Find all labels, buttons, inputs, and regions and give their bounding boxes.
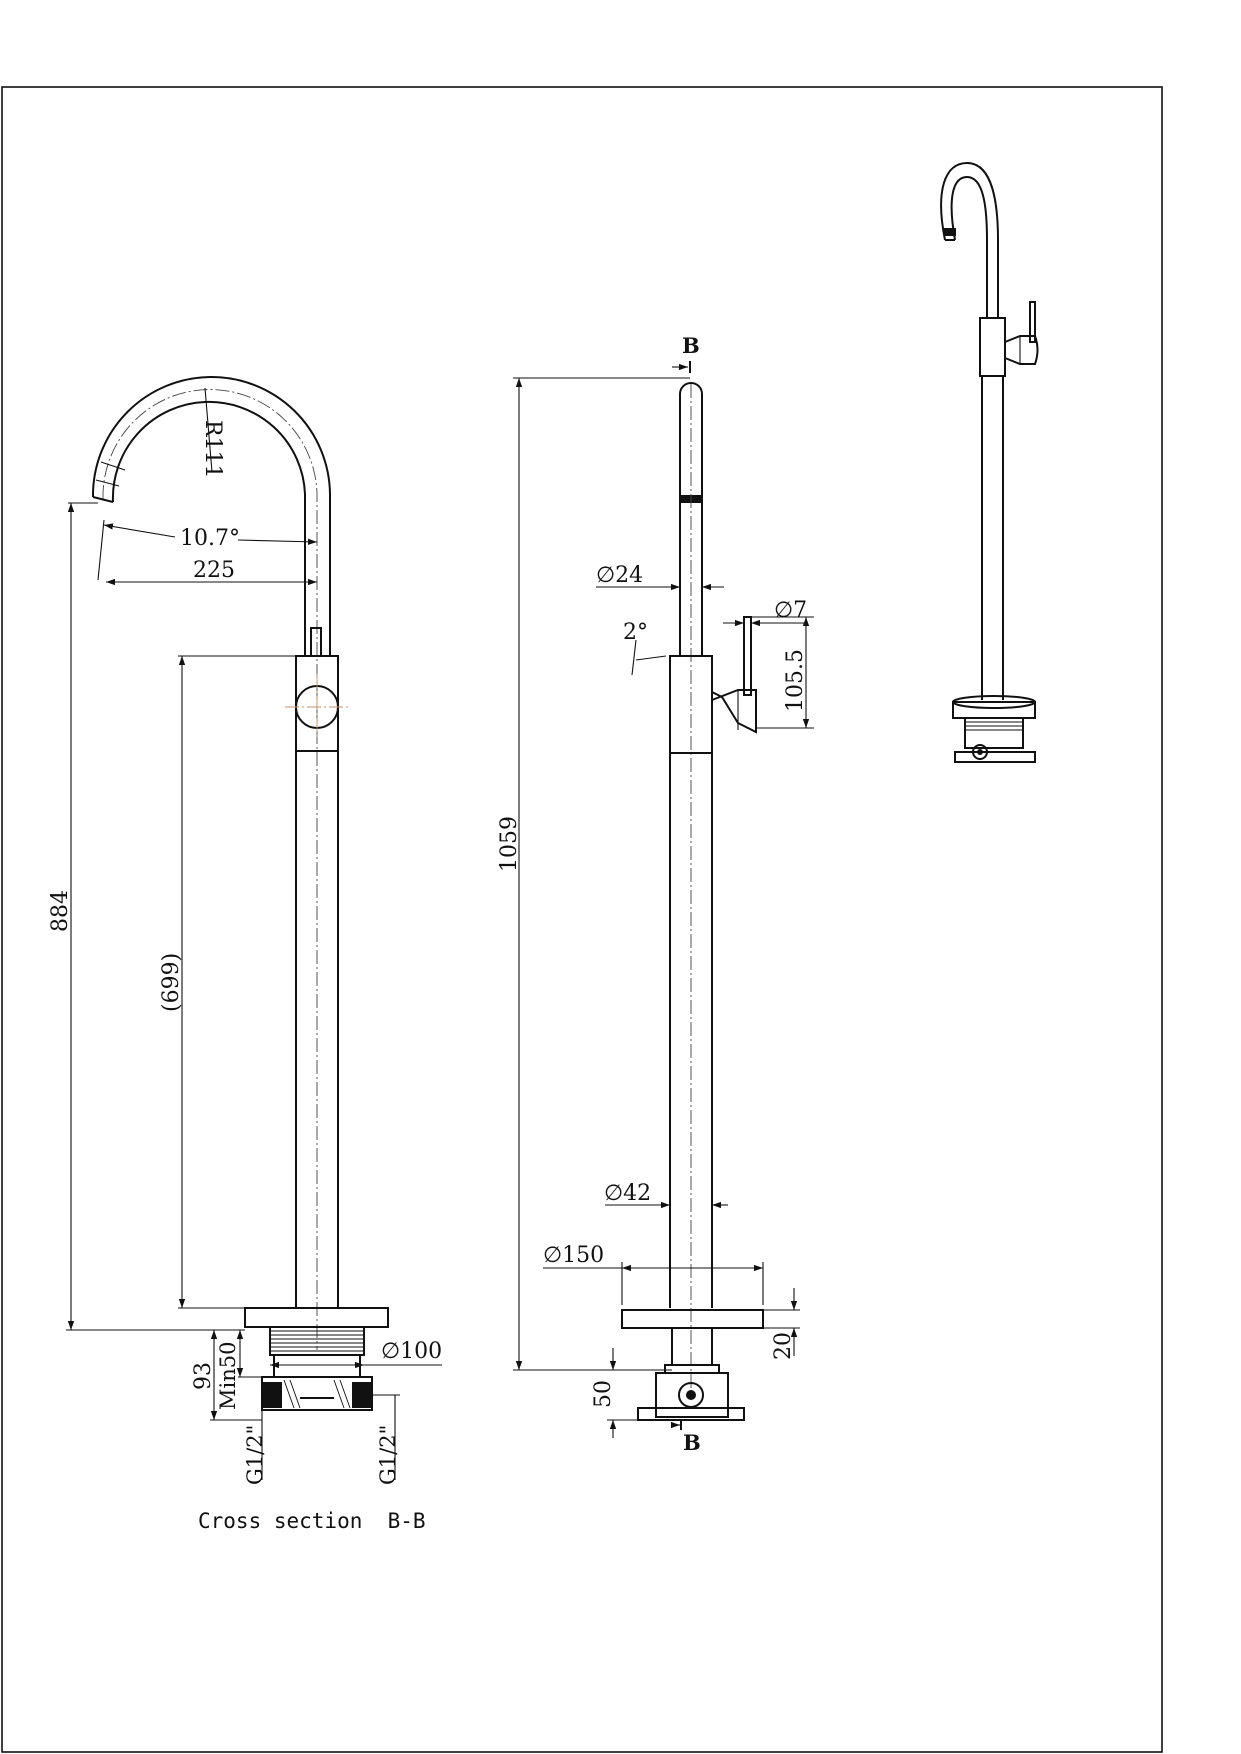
radius-leader <box>204 387 213 473</box>
lever-rod <box>743 616 752 696</box>
box-depth-label: 50 <box>591 1380 616 1408</box>
iso-body <box>979 317 1006 377</box>
box-diameter-label: ∅100 <box>381 1339 442 1364</box>
spout-centerline <box>102 389 318 1350</box>
threaded-box <box>269 1326 365 1356</box>
iso-flange <box>952 701 1036 719</box>
lever-height-label: 105.5 <box>783 649 808 712</box>
base-thickness-label: 20 <box>771 1332 796 1360</box>
drawing-frame <box>1 86 1163 1753</box>
lever-handle <box>711 689 757 734</box>
floor-flange <box>244 1307 389 1328</box>
radius-label: R111 <box>200 420 225 479</box>
inlet-right-label: G1/2" <box>376 1425 400 1485</box>
section-marker-bottom: B <box>683 1430 701 1455</box>
tube-diameter-label: ∅24 <box>596 563 643 588</box>
overall-height-label: 1059 <box>497 816 522 872</box>
iso-spout <box>940 161 999 318</box>
total-height-label: 884 <box>48 890 73 932</box>
spout-outer <box>91 376 331 656</box>
iso-base-plate <box>954 751 1036 763</box>
angle-label: 10.7° <box>180 526 240 551</box>
isometric-view <box>940 161 1039 763</box>
side-view: R111 10.7° 225 884 (699) 93 Min50 ∅100 <box>48 376 442 1533</box>
section-marker-top: B <box>682 333 700 358</box>
min-depth-label: Min50 <box>216 1342 240 1410</box>
reach-label: 225 <box>193 558 235 583</box>
base-diameter-label: ∅150 <box>543 1243 604 1268</box>
inlet-left-label: G1/2" <box>243 1425 267 1485</box>
lever-angle-label: 2° <box>623 620 648 645</box>
body-height-label: (699) <box>159 953 184 1012</box>
base-depth-label: 93 <box>191 1362 216 1390</box>
spout-tube <box>679 382 703 656</box>
mixer-body-front <box>669 655 713 754</box>
spout-inner <box>111 400 306 656</box>
section-caption: Cross section B-B <box>198 1509 426 1533</box>
front-view: B B 1059 ∅24 <box>497 333 814 1455</box>
lever-diameter-label: ∅7 <box>774 598 807 623</box>
floor-flange-front <box>621 1309 764 1329</box>
iso-lever <box>1004 335 1039 365</box>
body-diameter-label: ∅42 <box>604 1181 651 1206</box>
